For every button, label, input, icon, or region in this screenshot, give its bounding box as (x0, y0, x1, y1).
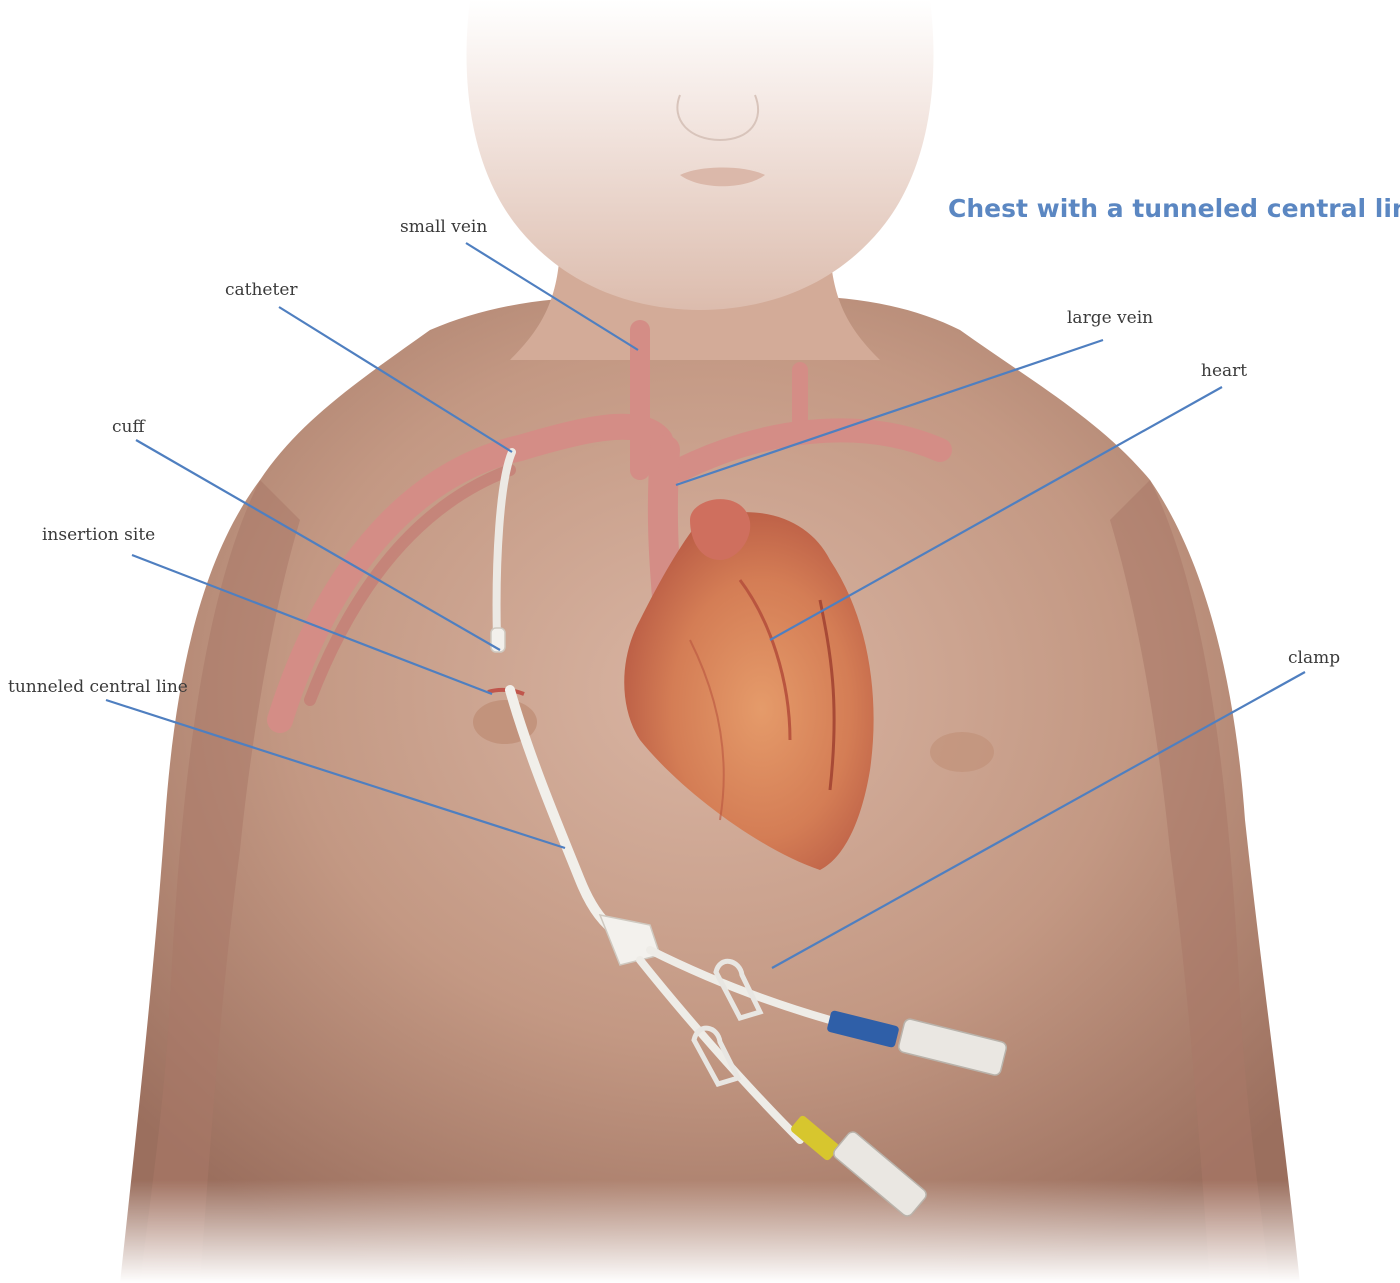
right-nipple (930, 732, 994, 772)
diagram-title: Chest with a tunneled central line (948, 194, 1400, 223)
label-tunneled-central-line: tunneled central line (8, 677, 188, 697)
label-clamp: clamp (1288, 648, 1340, 668)
label-heart: heart (1201, 361, 1247, 381)
label-catheter: catheter (225, 280, 298, 300)
label-small-vein: small vein (400, 217, 487, 237)
label-large-vein: large vein (1067, 308, 1153, 328)
label-insertion-site: insertion site (42, 525, 155, 545)
bottom-fade (0, 1180, 1400, 1283)
head (467, 0, 934, 310)
label-cuff: cuff (112, 417, 145, 437)
